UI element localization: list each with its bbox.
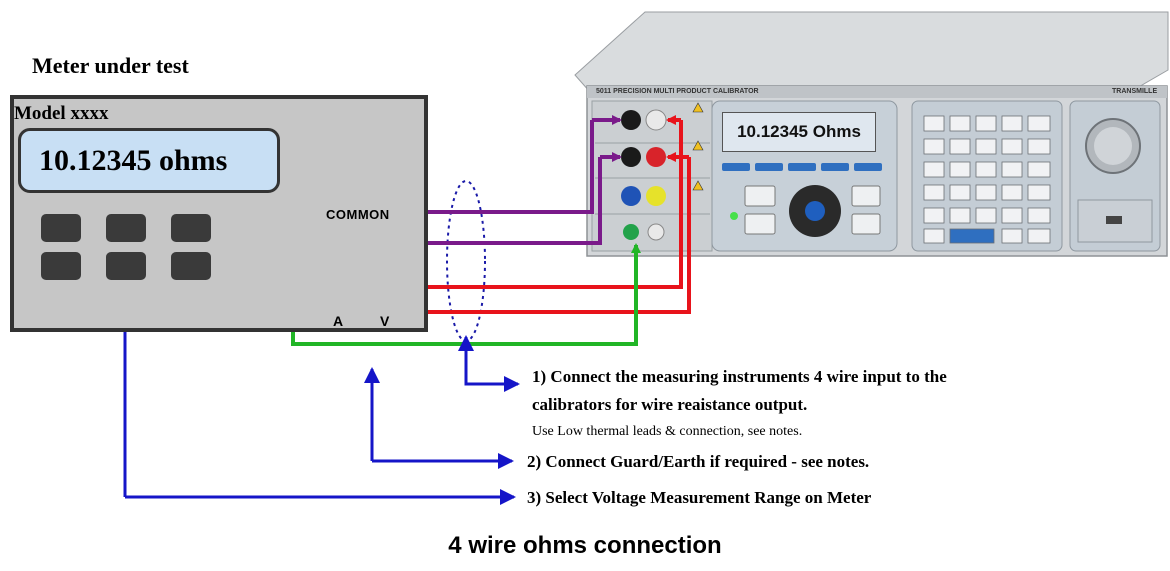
cal-terminal-green (623, 224, 639, 240)
cal-terminal-black-2 (621, 147, 641, 167)
meter-key[interactable] (171, 252, 211, 280)
cal-terminal-white-2 (647, 223, 665, 241)
step3-text: 3) Select Voltage Measurement Range on M… (527, 488, 872, 507)
meter-jack-a-label: A (333, 313, 344, 329)
meter-key[interactable] (106, 214, 146, 242)
meter-display: 10.12345 ohms (18, 128, 280, 193)
step1-text-line2: calibrators for wire reaistance output. (532, 395, 808, 414)
leads-highlight-ellipse (446, 180, 486, 342)
meter-model-label: Model xxxx (14, 103, 109, 124)
purple-wire-2 (401, 157, 602, 248)
meter-common-label: COMMON (326, 207, 390, 222)
cal-terminal-red-2 (646, 147, 666, 167)
meter-key[interactable] (41, 252, 81, 280)
red-wire-1 (401, 120, 683, 292)
calibrator-title: 5011 PRECISION MULTI PRODUCT CALIBRATOR (596, 88, 759, 95)
step2-text: 2) Connect Guard/Earth if required - see… (527, 452, 870, 471)
step1-text-line1: 1) Connect the measuring instruments 4 w… (532, 367, 947, 386)
calibrator-display: 10.12345 Ohms (722, 112, 876, 152)
meter-heading: Meter under test (32, 53, 189, 78)
step1-note: Use Low thermal leads & connection, see … (532, 424, 803, 439)
meter-key[interactable] (171, 214, 211, 242)
meter-jack-v-label: V (380, 313, 390, 329)
meter-key[interactable] (41, 214, 81, 242)
cal-terminal-yellow (646, 186, 666, 206)
cal-terminal-white-1 (645, 109, 667, 131)
diagram-caption: 4 wire ohms connection (448, 532, 722, 559)
cal-terminal-black-1 (621, 110, 641, 130)
meter-key[interactable] (106, 252, 146, 280)
calibrator-brand: TRANSMILLE (1112, 88, 1158, 95)
cal-terminal-blue (621, 186, 641, 206)
